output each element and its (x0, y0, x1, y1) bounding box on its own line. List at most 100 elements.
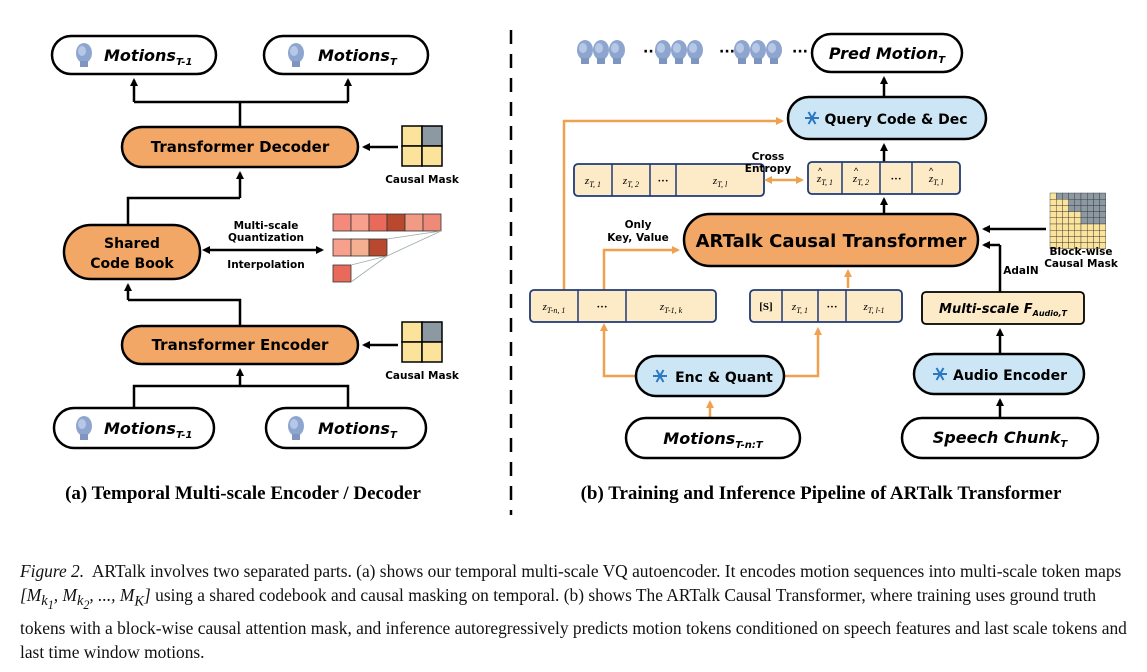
head-icon (671, 40, 687, 64)
svg-text:Code Book: Code Book (90, 256, 174, 272)
mask-cell (1074, 223, 1082, 231)
head-icon (655, 40, 671, 64)
mask-cell (1099, 198, 1106, 206)
svg-text:Query Code & Dec: Query Code & Dec (824, 112, 967, 128)
mask-cell (1080, 217, 1088, 225)
mask-cell (1074, 192, 1082, 200)
svg-text:Multi-scale: Multi-scale (234, 220, 299, 232)
caption-text-1: ARTalk involves two separated parts. (a)… (91, 561, 1122, 581)
pred-token-2: ··· (890, 173, 901, 185)
mask-cell (1049, 223, 1057, 231)
mask-cell (1055, 205, 1063, 212)
head-icon (609, 40, 625, 64)
mask-cell (1093, 205, 1100, 212)
mask-cell (1093, 211, 1100, 219)
mask-cell (1086, 229, 1094, 237)
svg-text:AdaIN: AdaIN (1003, 265, 1038, 277)
past-token-1: ··· (596, 301, 607, 313)
causal-mask-bottom: Causal Mask (385, 321, 460, 382)
mask-cell (1074, 198, 1082, 206)
mask-cell (1080, 223, 1088, 231)
mask-cell (1049, 217, 1057, 225)
mask-cell (1049, 192, 1057, 200)
mask-cell (1055, 198, 1063, 206)
mask-cell (1074, 229, 1082, 237)
svg-text:Enc & Quant: Enc & Quant (675, 370, 773, 386)
mask-cell (1086, 205, 1094, 212)
mask-cell (1055, 192, 1063, 200)
pred-token-3: zT, l (928, 173, 944, 187)
svg-text:Audio Encoder: Audio Encoder (953, 368, 1067, 384)
query-code-dec-block: Query Code & Dec (786, 95, 988, 141)
pred-token-1: zT, 2 (852, 173, 869, 187)
svg-text:Speech ChunkT: Speech ChunkT (933, 428, 1069, 450)
pred-token-hat-1: ^ (854, 166, 859, 176)
svg-text:Block-wise: Block-wise (1049, 246, 1112, 258)
motions-t-input-box: MotionsT (264, 406, 428, 450)
svg-text:Transformer Encoder: Transformer Encoder (152, 336, 329, 354)
motions-t-1-output-box: MotionsT-1 (50, 34, 218, 76)
head-icon (593, 40, 609, 64)
mask-cell (1099, 229, 1106, 237)
multi-scale-token-map (332, 213, 442, 283)
gt-token-3: zT, l (712, 175, 728, 189)
mask-cell (1080, 211, 1088, 219)
svg-text:Cross: Cross (752, 151, 785, 163)
svg-text:Shared: Shared (104, 236, 160, 252)
svg-text:Key, Value: Key, Value (607, 232, 669, 244)
artalk-causal-transformer-block: ARTalk Causal Transformer (682, 212, 980, 268)
mask-cell (1062, 217, 1069, 225)
pred-token-0: zT, 1 (816, 173, 833, 187)
predicted-token-row: zT, 1^zT, 2^···zT, l^ (807, 161, 961, 195)
head-icon (687, 40, 703, 64)
svg-text:Pred MotionT: Pred MotionT (829, 44, 946, 66)
mask-cell (1080, 229, 1088, 237)
past-token-2: zT-1, k (659, 301, 683, 315)
past-token-0: zT-n, 1 (542, 301, 566, 315)
svg-text:MotionsT-1: MotionsT-1 (104, 46, 192, 68)
mask-cell (1080, 198, 1088, 206)
block-wise-causal-mask (1049, 192, 1106, 250)
svg-text:MotionsT: MotionsT (318, 419, 398, 441)
mask-cell (1068, 198, 1075, 206)
svg-text:Only: Only (625, 219, 652, 231)
head-icon (734, 40, 750, 64)
svg-text:Multi-scale FAudio,T: Multi-scale FAudio,T (939, 302, 1068, 318)
mask-cell (1074, 236, 1082, 243)
svg-text:Causal Mask: Causal Mask (385, 370, 460, 382)
svg-text:ARTalk Causal Transformer: ARTalk Causal Transformer (696, 231, 967, 252)
figure-caption: Figure 2. ARTalk involves two separated … (20, 560, 1130, 664)
mask-cell (1086, 211, 1094, 219)
mask-cell (1099, 236, 1106, 243)
mask-cell (1049, 236, 1057, 243)
mask-cell (1062, 192, 1069, 200)
svg-text:···: ··· (643, 44, 659, 60)
mask-cell (1062, 211, 1069, 219)
svg-text:···: ··· (719, 44, 735, 60)
cur-token-3: zT, l-1 (862, 301, 884, 315)
svg-text:Quantization: Quantization (228, 232, 304, 244)
mask-cell (1099, 242, 1106, 250)
mask-cell (1049, 198, 1057, 206)
pred-token-hat-3: ^ (929, 166, 934, 176)
mask-cell (1068, 211, 1075, 219)
mask-cell (1086, 223, 1094, 231)
mask-cell (1055, 223, 1063, 231)
cur-token-1: zT, 1 (791, 301, 808, 315)
mask-cell (1062, 236, 1069, 243)
mask-cell (1099, 205, 1106, 212)
mask-cell (1099, 211, 1106, 219)
svg-text:Causal Mask: Causal Mask (385, 174, 460, 186)
mask-cell (1068, 205, 1075, 212)
multi-scale-audio-feature-box: Multi-scale FAudio,T (921, 291, 1085, 325)
mask-cell (1074, 211, 1082, 219)
svg-text:MotionsT-1: MotionsT-1 (104, 419, 192, 441)
svg-text:Transformer Decoder: Transformer Decoder (151, 138, 330, 156)
mask-cell (1080, 205, 1088, 212)
head-icon (750, 40, 766, 64)
mask-cell (1093, 223, 1100, 231)
causal-mask-top: Causal Mask (385, 125, 460, 186)
shared-codebook-block: Shared Code Book (62, 223, 202, 281)
panel-b-subcaption: (b) Training and Inference Pipeline of A… (581, 483, 1062, 504)
